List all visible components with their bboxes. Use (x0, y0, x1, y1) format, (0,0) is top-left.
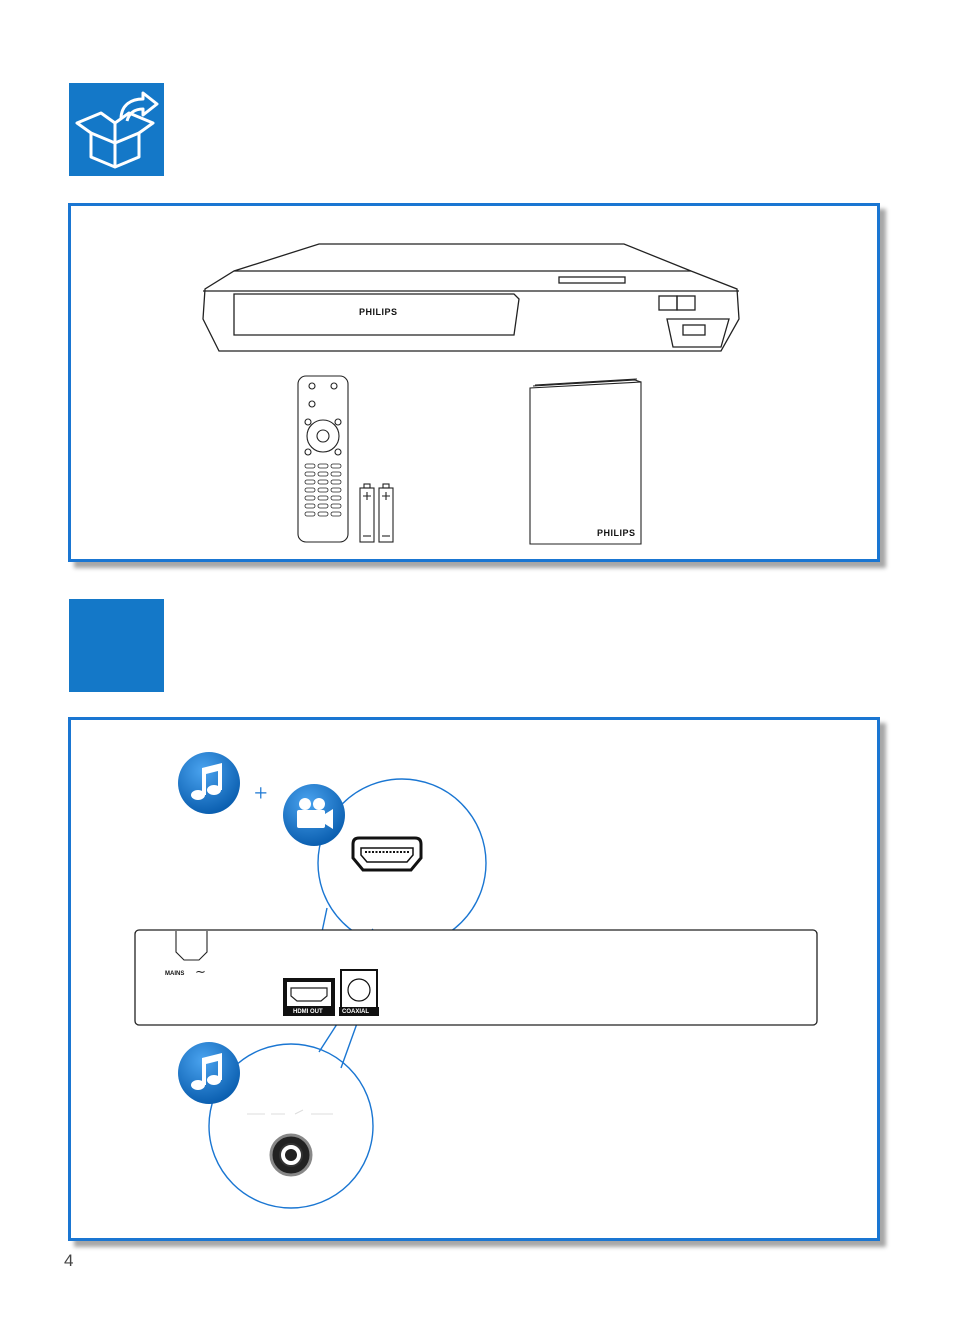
plus-sign: + (254, 781, 268, 808)
player-brand-label: PHILIPS (359, 307, 398, 317)
box-unpack-icon (69, 83, 164, 176)
box-contents-panel: PHILIPS (68, 203, 880, 562)
blu-ray-player-illustration (199, 239, 744, 354)
coaxial-label: COAXIAL (342, 1009, 369, 1015)
box-contents-header-tile (69, 83, 164, 176)
page-number: 4 (64, 1251, 73, 1271)
mains-ac-symbol: ∼ (195, 964, 206, 980)
music-note-icon (176, 750, 242, 816)
remote-control-illustration (296, 374, 351, 546)
batteries-illustration (357, 482, 397, 544)
connections-header-tile (69, 599, 164, 692)
hdmi-out-label: HDMI OUT (293, 1009, 323, 1015)
video-camera-icon (281, 782, 347, 848)
manual-brand-label: PHILIPS (597, 528, 636, 538)
music-note-icon (176, 1040, 242, 1106)
user-manual-illustration (527, 378, 645, 546)
mains-label: MAINS (165, 971, 184, 977)
connections-panel: + MAINS ∼ HDMI OUT COAXIAL (68, 717, 880, 1241)
